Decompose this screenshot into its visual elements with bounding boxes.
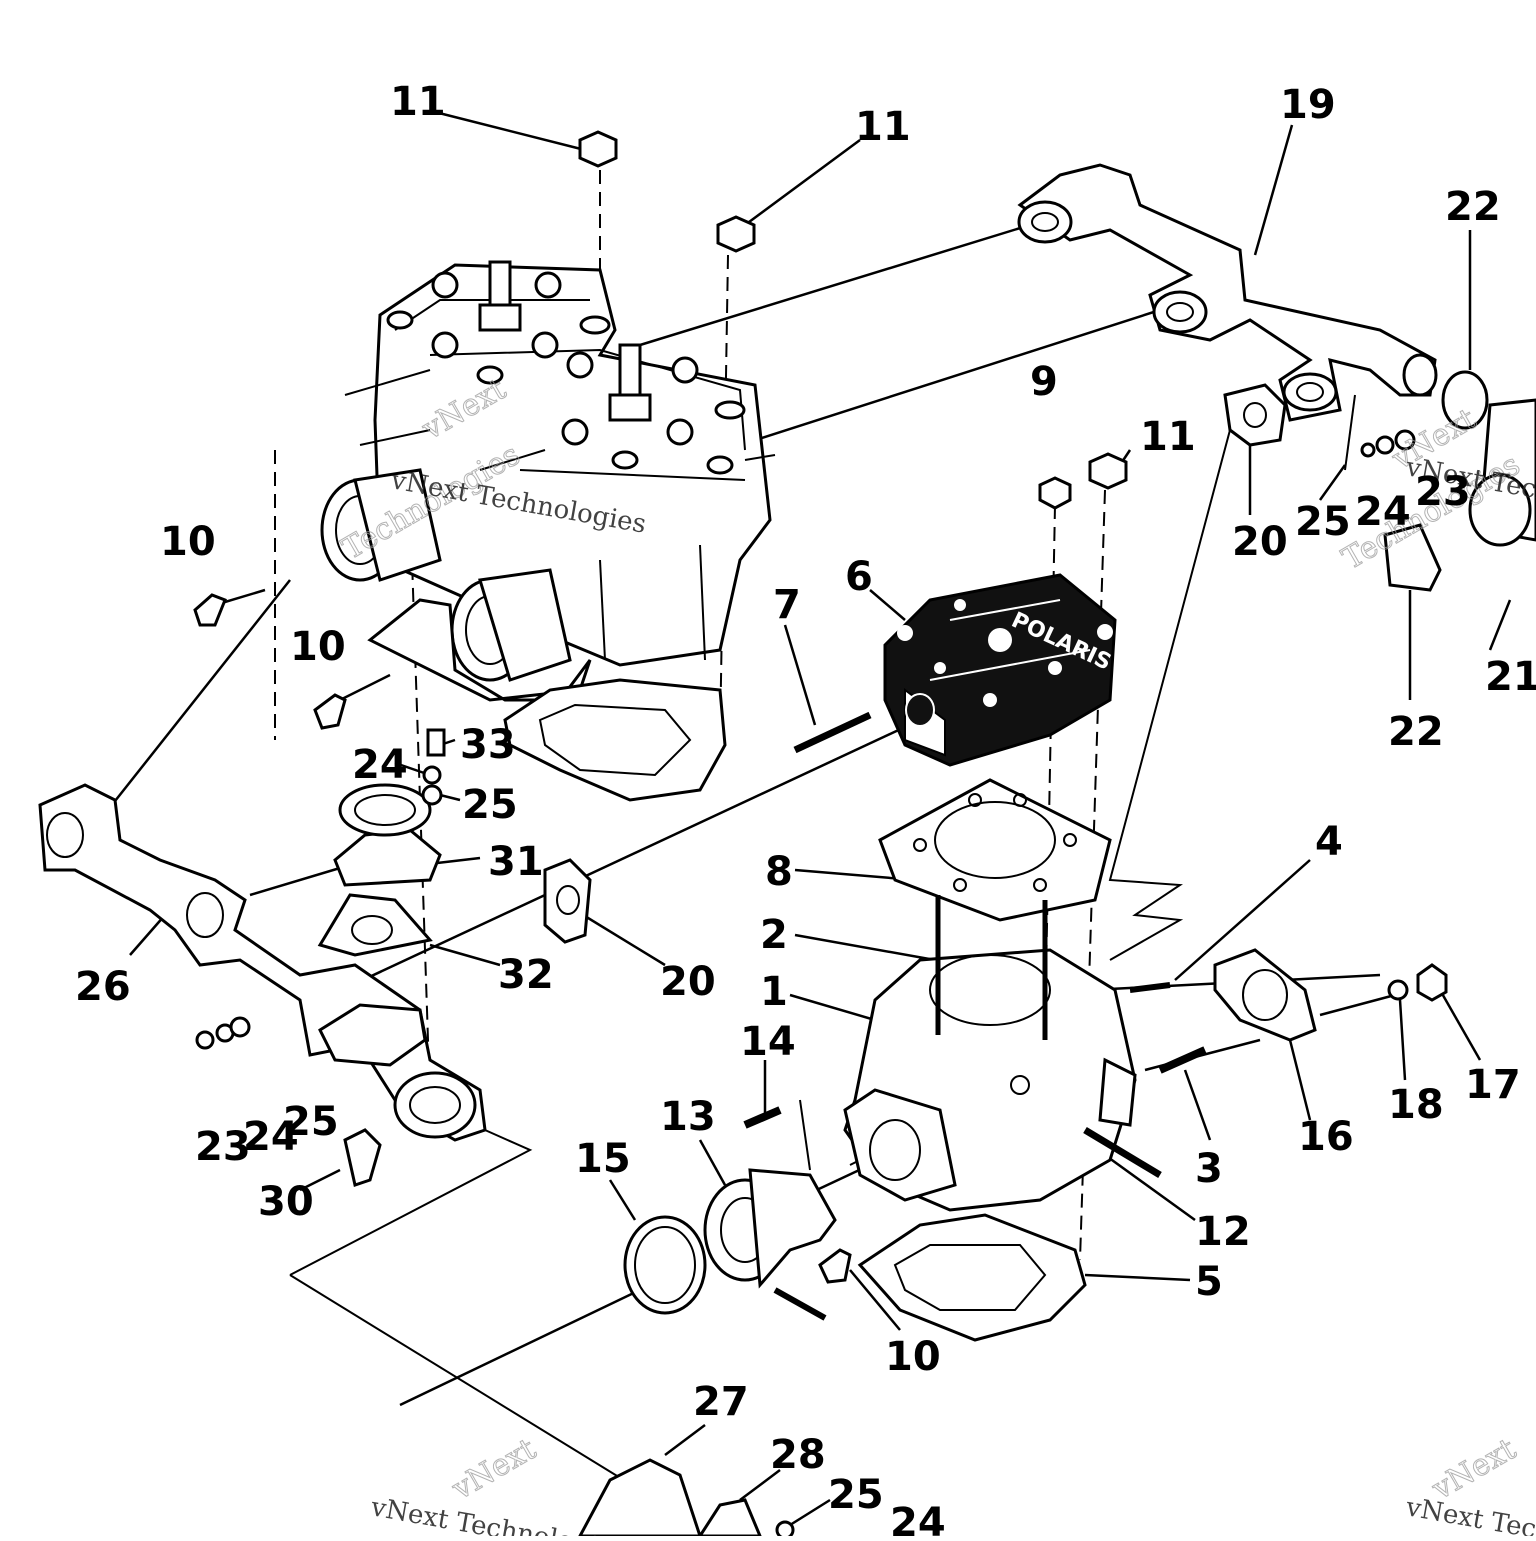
watermark-brand: vNext	[1426, 1432, 1522, 1508]
callout-31: 31	[488, 839, 544, 885]
callout-10: 10	[290, 624, 346, 670]
callout-21: 21	[1485, 654, 1536, 700]
watermark-text: vNext Technologies	[368, 1492, 629, 1536]
watermark-brand: vNext	[446, 1432, 542, 1508]
stud-7	[795, 715, 870, 750]
callout-15: 15	[575, 1136, 631, 1182]
callout-11: 11	[855, 104, 911, 150]
callout-14: 14	[740, 1019, 796, 1065]
callout-6: 6	[845, 554, 873, 600]
callout-4: 4	[1315, 819, 1343, 865]
callout-13: 13	[660, 1094, 716, 1140]
callout-22: 22	[1445, 184, 1501, 230]
callout-24: 24	[1355, 489, 1411, 535]
callout-16: 16	[1298, 1114, 1354, 1160]
callout-23: 23	[1415, 469, 1471, 515]
callout-27: 27	[693, 1379, 749, 1425]
bottom-parts-27-28	[580, 1460, 793, 1536]
intake-adapter-13	[625, 1110, 835, 1318]
callout-25: 25	[462, 782, 518, 828]
callout-9: 9	[1030, 359, 1058, 405]
callout-3: 3	[1195, 1146, 1223, 1192]
head-gasket-8	[880, 780, 1110, 920]
callout-18: 18	[1388, 1082, 1444, 1128]
callout-28: 28	[770, 1432, 826, 1478]
callout-2: 2	[760, 912, 788, 958]
callout-19: 19	[1280, 82, 1336, 128]
callout-11: 11	[390, 79, 446, 125]
callout-10: 10	[160, 519, 216, 565]
exhaust-gasket-16	[1215, 950, 1446, 1040]
callout-20: 20	[660, 959, 716, 1005]
watermark-text: vNext Technologies	[1403, 1492, 1536, 1536]
callout-11: 11	[1140, 414, 1196, 460]
callout-labels: 11 11 19 22 9 11 10 10 7 6 20 25 24 23 2…	[75, 79, 1536, 1536]
callout-33: 33	[460, 722, 516, 768]
callout-12: 12	[1195, 1209, 1251, 1255]
callout-17: 17	[1465, 1062, 1521, 1108]
callout-25: 25	[828, 1472, 884, 1518]
callout-8: 8	[765, 849, 793, 895]
callout-24: 24	[352, 742, 408, 788]
callout-32: 32	[498, 952, 554, 998]
callout-20: 20	[1232, 519, 1288, 565]
cylinder-head-6: POLARIS	[885, 575, 1115, 765]
callout-22: 22	[1388, 709, 1444, 755]
callout-5: 5	[1195, 1259, 1223, 1305]
callout-7: 7	[773, 582, 801, 628]
callout-25: 25	[1295, 499, 1351, 545]
callout-30: 30	[258, 1179, 314, 1225]
callout-24: 24	[890, 1500, 946, 1536]
callout-25: 25	[283, 1099, 339, 1145]
cylinder-1	[845, 895, 1205, 1210]
callout-26: 26	[75, 964, 131, 1010]
callout-1: 1	[760, 969, 788, 1015]
callout-10: 10	[885, 1334, 941, 1380]
